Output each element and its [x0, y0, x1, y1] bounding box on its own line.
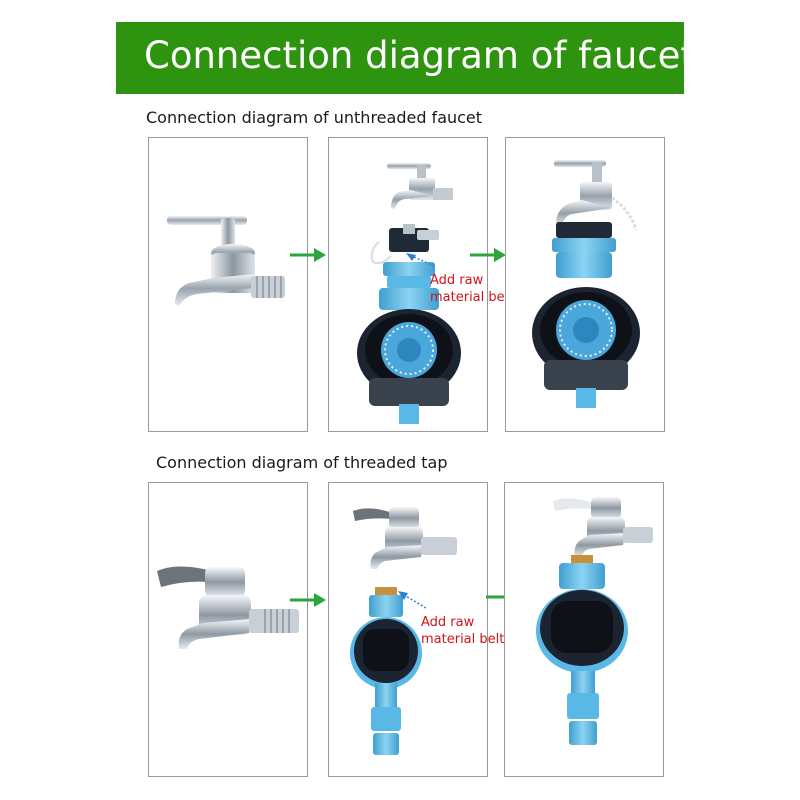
threaded-assembly-image	[350, 507, 457, 755]
page-title: Connection diagram of faucet	[144, 34, 695, 77]
title-banner: Connection diagram of faucet	[116, 22, 695, 94]
unthreaded-assembled-image	[532, 160, 640, 408]
note-pointer-arrow-icon	[398, 591, 426, 609]
unthreaded-assembly-image	[357, 163, 461, 424]
note-pointer-arrow-icon	[406, 253, 434, 267]
threaded-assembled-image	[536, 497, 653, 745]
threaded-tap-image	[157, 566, 299, 649]
note-line: Add raw	[430, 273, 484, 288]
note-line: material belt	[430, 290, 514, 305]
unthreaded-faucet-image	[167, 216, 285, 306]
panel-unthreaded-assembly	[328, 137, 488, 432]
note-line: material belt	[421, 632, 505, 647]
note-raw-material-belt-1: Add raw material belt	[430, 272, 513, 306]
note-line: Add raw	[421, 615, 475, 630]
arrow-right-icon	[290, 593, 326, 607]
panel-unthreaded-assembled	[505, 137, 665, 432]
panel-unthreaded-faucet	[148, 137, 308, 432]
arrow-right-icon	[470, 248, 506, 262]
note-raw-material-belt-2: Add raw material belt	[421, 614, 504, 648]
section-title-unthreaded: Connection diagram of unthreaded faucet	[146, 108, 483, 127]
section-title-threaded: Connection diagram of threaded tap	[156, 453, 448, 472]
panel-threaded-tap	[148, 482, 308, 777]
arrow-right-icon	[290, 248, 326, 262]
panel-threaded-assembly	[328, 482, 488, 777]
panel-threaded-assembled	[504, 482, 664, 777]
